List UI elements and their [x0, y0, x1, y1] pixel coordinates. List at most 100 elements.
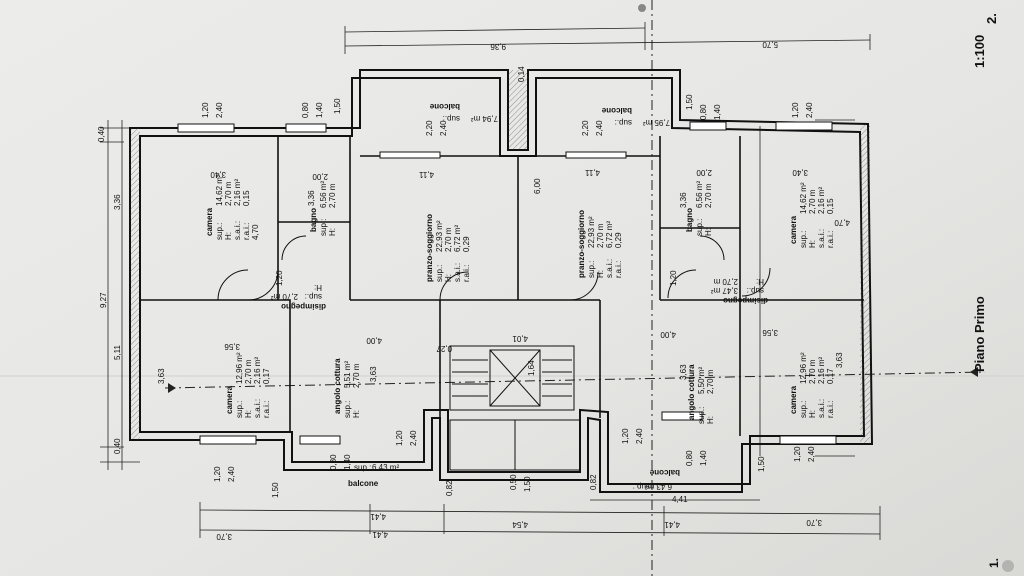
- window-marks: [177, 121, 837, 445]
- label-dimensions-d-3-63-r2: 3,63: [835, 352, 844, 368]
- label-dimensions-d-3-70-r: 3,70: [806, 518, 822, 527]
- label-dimensions-d-4-11-l: 4,11: [418, 170, 434, 179]
- label-dimensions-d-1-40-tl: 1,40: [315, 102, 324, 118]
- room-angolo-l: angolo cottura sup.:5,51 m² H:2,70 m: [333, 358, 361, 418]
- label-dimensions-d-1-50-tr: 1,50: [685, 94, 694, 110]
- label-dimensions-d-3-70-l: 3,70: [216, 532, 232, 541]
- label-rooms-camera-tr-sup: sup.:: [799, 231, 808, 248]
- label-rooms-camera-tl-sup: sup.:: [215, 223, 224, 240]
- label-rooms-bagno-l-sup-v: 6,56 m²: [319, 181, 328, 208]
- label-dimensions-d-4-41-r: 4,41: [664, 520, 680, 529]
- axis-lines: [164, 0, 986, 576]
- label-dimensions-d-1-20-br2: 1,20: [793, 446, 802, 462]
- axis-arrow-left: [168, 383, 176, 393]
- label-dimensions-d-1-20-dl: 1,20: [275, 270, 284, 286]
- room-balcone-tl: balcone sup.:7,94 m²: [429, 102, 498, 123]
- label-dimensions-d-4-41-bb: 4,41: [372, 530, 388, 539]
- label-rooms-pranzo-l-sai-v: 6,72 m²: [453, 225, 462, 252]
- label-rooms-pranzo-l-h: H:: [444, 274, 453, 282]
- label-rooms-balcone-br-name: balcone: [649, 468, 680, 477]
- label-rooms-camera-br-h-v: 2,70 m: [808, 359, 817, 384]
- label-rooms-balcone-tl-sup: sup.:: [443, 114, 460, 123]
- label-rooms-pranzo-l-rai-v: 0,29: [462, 236, 471, 252]
- punch-hole: [1002, 560, 1014, 572]
- label-rooms-camera-tr-h: H:: [808, 240, 817, 248]
- label-rooms-bagno-l-name: bagno: [309, 208, 318, 232]
- label-rooms-angolo-l-h-v: 2,70 m: [352, 363, 361, 388]
- wall-hatching: [130, 70, 870, 444]
- label-rooms-camera-tr-rai-v: 0,15: [826, 198, 835, 214]
- label-dimensions-d-2-40-tr: 2,40: [595, 120, 604, 136]
- label-dimensions-d-0-80-tr: 0,80: [699, 104, 708, 120]
- label-rooms-disimpegno-r-sup-v: 3,47 m²: [711, 286, 738, 295]
- label-dimensions-d-4-54: 4,54: [512, 520, 528, 529]
- label-dimensions-d-1-20-bl: 1,20: [213, 466, 222, 482]
- label-rooms-camera-br-rai: r.a.i.:: [826, 401, 835, 418]
- label-dimensions-d-1-50-br: 1,50: [757, 456, 766, 472]
- label-rooms-pranzo-r-h: H:: [596, 270, 605, 278]
- label-rooms-balcone-br-sup-v: 6,43 m²: [645, 482, 672, 491]
- label-dimensions-d-5-11: 5,11: [113, 344, 122, 360]
- label-rooms-disimpegno-r-name: disimpegno: [723, 296, 768, 305]
- label-rooms-pranzo-r-rai: r.a.i.:: [614, 261, 623, 278]
- label-dimensions-d-1-20-tr: 1,20: [791, 102, 800, 118]
- label-rooms-camera-tl-sup-v: 14,62 m²: [215, 174, 224, 206]
- label-rooms-camera-bl-h-v: 2,70 m: [244, 359, 253, 384]
- label-rooms-camera-bl-sup: sup.:: [235, 401, 244, 418]
- label-rooms-camera-br-rai-v: 0,17: [826, 368, 835, 384]
- label-rooms-pranzo-l-rai: r.a.i.:: [462, 265, 471, 282]
- label-dimensions-d-0-40: 0,40: [97, 126, 106, 142]
- room-camera-tl: camera sup.:14,62 m² H:2,70 m s.a.i.:2,1…: [205, 174, 251, 240]
- label-rooms-camera-tr-h-v: 2,70 m: [808, 189, 817, 214]
- label-rooms-disimpegno-r-h: H:: [756, 277, 764, 286]
- label-rooms-bagno-l-sup: sup.:: [319, 219, 328, 236]
- label-rooms-camera-tr-rai: r.a.i.:: [826, 231, 835, 248]
- label-rooms-angolo-r-name: angolo cottura: [687, 364, 696, 420]
- label-rooms-camera-tr-name: camera: [789, 215, 798, 244]
- label-dimensions-d-1-20-br: 1,20: [621, 428, 630, 444]
- label-dimensions-d-0-40b: 0,40: [113, 438, 122, 454]
- label-dimensions-d-2-20-tl: 2,20: [425, 120, 434, 136]
- label-dimensions-d-1-40-tr: 1,40: [713, 104, 722, 120]
- label-rooms-angolo-l-sup-v: 5,51 m²: [343, 361, 352, 388]
- label-rooms-pranzo-r-sai: s.a.i.:: [605, 259, 614, 278]
- label-dimensions-d-3-36-r: 3,36: [679, 192, 688, 208]
- dimension-labels: 9,36 5,70 9,27 5,11 3,36 0,40 0,40 1,20 …: [97, 40, 850, 541]
- label-rooms-camera-tl-sai-v: 2,16 m²: [233, 179, 242, 206]
- label-rooms-disimpegno-l-sup-v: 2,70 m²: [271, 292, 298, 301]
- label-rooms-camera-tl-h-v: 2,70 m: [224, 181, 233, 206]
- label-rooms-pranzo-r-sai-v: 6,72 m²: [605, 221, 614, 248]
- label-dimensions-d-3-40-l: 3,40: [210, 170, 226, 179]
- label-rooms-balcone-tr-name: balcone: [601, 106, 632, 115]
- label-dimensions-d-3-63-l: 3,63: [157, 368, 166, 384]
- label-rooms-balcone-tr-sup: sup.:: [615, 118, 632, 127]
- label-dimensions-d-4-00-l: 4,00: [366, 336, 382, 345]
- label-rooms-pranzo-r-rai-v: 0,29: [614, 232, 623, 248]
- label-rooms-disimpegno-r-h-v: 2,70 m: [713, 277, 738, 286]
- label-rooms-bagno-r-h: H:: [704, 228, 713, 236]
- label-rooms-pranzo-r-sup: sup.:: [587, 261, 596, 278]
- label-dimensions-d-2-40-br2: 2,40: [807, 446, 816, 462]
- label-rooms-camera-bl-sai: s.a.i.:: [253, 399, 262, 418]
- label-dimensions-d-0-80-tl: 0,80: [301, 102, 310, 118]
- label-dimensions-d-4-11-r: 4,11: [584, 168, 600, 177]
- label-rooms-balcone-bl-sup: sup.:: [354, 463, 371, 472]
- label-rooms-camera-bl-rai: r.a.i.:: [262, 401, 271, 418]
- label-rooms-camera-bl-rai-v: 0,17: [262, 368, 271, 384]
- room-balcone-tr: balcone sup.:7,95 m²: [601, 106, 670, 127]
- label-dimensions-d-2-40-tl: 2,40: [215, 102, 224, 118]
- label-rooms-pranzo-r-sup-v: 22,93 m²: [587, 216, 596, 248]
- label-rooms-camera-tl-rai: r.a.i.:: [242, 223, 251, 240]
- room-bagno-r: bagno sup.:6,56 m² H:2,70 m: [685, 181, 713, 236]
- label-dimensions-d-5-70: 5,70: [762, 40, 778, 49]
- room-labels: camera sup.: 14,62 m² H: 2,70 m s.a.i.: 2,1…: [205, 102, 835, 491]
- label-dimensions-d-0-82-l: 0,82: [445, 480, 454, 496]
- dimension-lines-bottom: [199, 499, 881, 540]
- label-dimensions-d-2-00-l: 2,00: [312, 172, 328, 181]
- dimension-lines-left: [100, 120, 140, 470]
- room-pranzo-r: pranzo-soggiorno sup.:22,93 m² H:2,70 m …: [577, 210, 623, 278]
- label-dimensions-d-3-40-r: 3,40: [792, 168, 808, 177]
- label-dimensions-d-2-40-tl2: 2,40: [439, 120, 448, 136]
- label-rooms-camera-tr-sai-v: 2,16 m²: [817, 187, 826, 214]
